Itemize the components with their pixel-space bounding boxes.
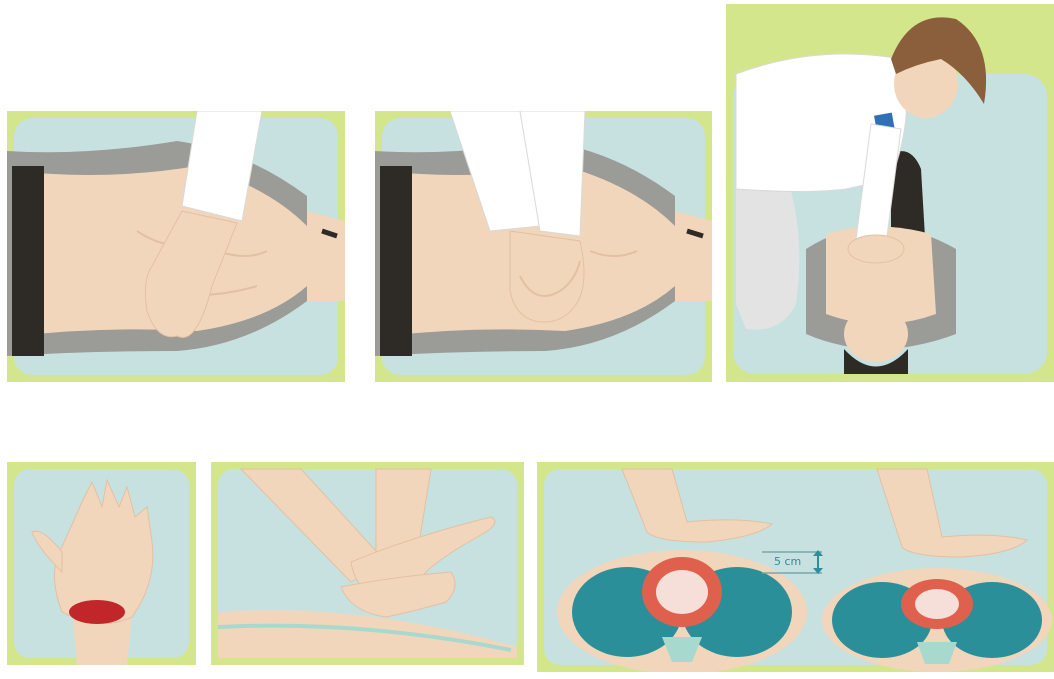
heel-of-hand-icon bbox=[7, 462, 196, 665]
step-hand-placement-panel bbox=[7, 111, 345, 382]
hand-on-chest-icon bbox=[7, 111, 345, 382]
detail-compression-depth-panel: 5 cm bbox=[537, 462, 1054, 672]
rescuer-compression-icon bbox=[726, 4, 1054, 382]
detail-heel-of-hand-panel bbox=[7, 462, 196, 665]
step-interlock-hands-panel bbox=[375, 111, 712, 382]
interlocked-hands-icon bbox=[375, 111, 712, 382]
depth-measurement-label: 5 cm bbox=[774, 555, 801, 568]
step-rescuer-compression-panel bbox=[726, 4, 1054, 382]
detail-compression-side-panel bbox=[211, 462, 524, 665]
compression-side-view-icon bbox=[211, 462, 524, 665]
